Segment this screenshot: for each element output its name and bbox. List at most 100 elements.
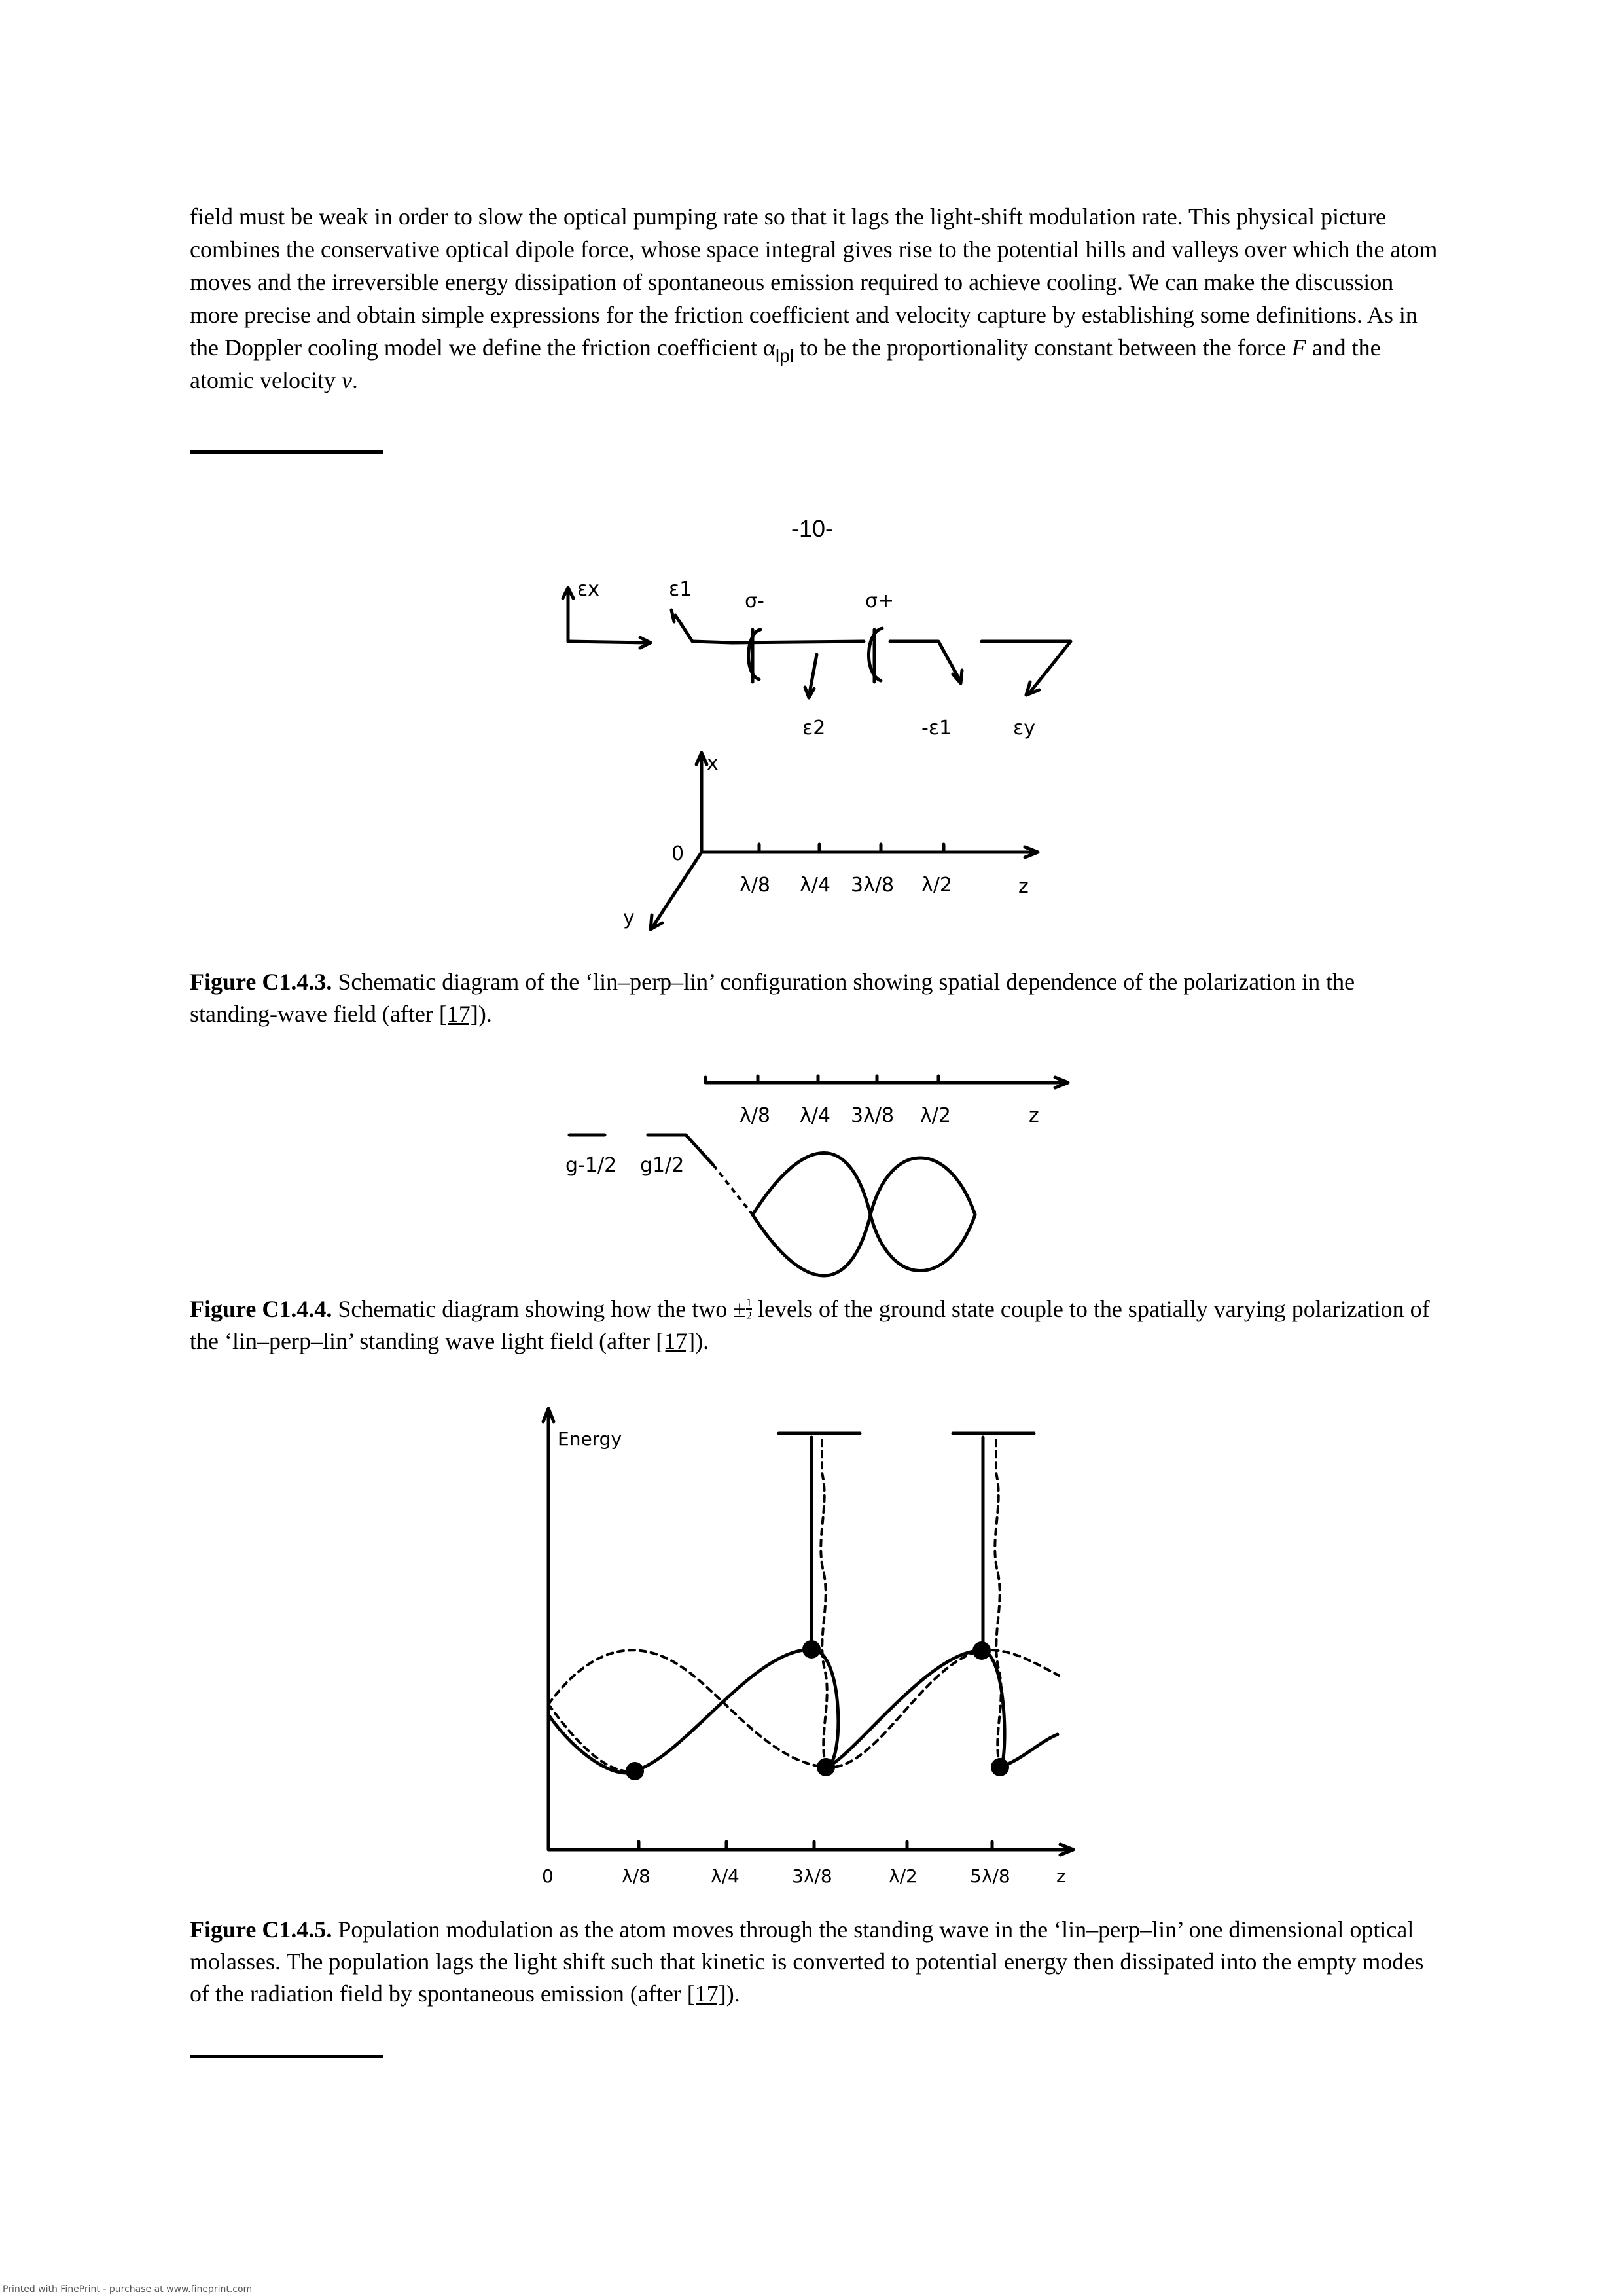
c144-tick-label-4: λ/2 [920, 1104, 951, 1127]
print-footer: Printed with FinePrint - purchase at www… [3, 2284, 253, 2295]
caption-c145-label: Figure C1.4.5. [190, 1916, 332, 1943]
energy-axis-arrowhead [541, 1407, 556, 1424]
axis-label-x: x [707, 752, 719, 775]
axis-label-y: y [623, 906, 635, 929]
c145-tick-label-4: λ/2 [889, 1865, 918, 1887]
tick-label-1: λ/8 [740, 874, 770, 897]
label-sigma-plus: σ+ [865, 590, 894, 613]
c145-tick-label-2: λ/4 [711, 1865, 740, 1887]
axis-label-origin: 0 [671, 842, 684, 865]
label-sigma-minus: σ- [745, 590, 764, 613]
polarization-ey-arrowhead [1024, 680, 1041, 697]
alpha-symbol: α [763, 334, 776, 361]
beam-arrowhead-1 [638, 636, 652, 650]
velocity-symbol: v [341, 367, 352, 393]
fraction-denominator: 2 [745, 1308, 752, 1322]
level-g-plus-half-line [646, 1133, 715, 1167]
level-g-minus-half-label: g-1/2 [565, 1154, 616, 1177]
population-dot-1 [626, 1762, 644, 1780]
label-e2: ε2 [802, 717, 825, 740]
label-e1: ε1 [669, 578, 692, 601]
c145-tick-label-5: 5λ/8 [970, 1865, 1010, 1887]
figure-c144-diagram: λ/8 λ/4 3λ/8 λ/2 z g-1/2 g1/2 [565, 1074, 1070, 1278]
population-dot-3 [817, 1758, 835, 1776]
caption-c145-text: Population modulation as the atom moves … [190, 1916, 1424, 2007]
figure-c143-diagram: εx ε1 σ- σ+ ε2 -ε1 εy x 0 y z λ/8 λ/4 3λ… [561, 578, 1073, 931]
emission-wavy-1 [819, 1436, 829, 1768]
light-shift-curve-a [751, 1151, 977, 1272]
sigma-plus-curl [867, 626, 884, 684]
caption-c144-text: Schematic diagram showing how the two ± [332, 1296, 746, 1322]
label-minus-e1: -ε1 [921, 717, 952, 740]
axis-label-z: z [1018, 875, 1029, 898]
light-shift-dashed-curve-2 [547, 1703, 636, 1773]
c144-z-axis-arrowhead [1053, 1075, 1070, 1090]
polarization-minus-e1-arrowhead [951, 668, 964, 685]
caption-c144-text-2: levels of the ground state couple to the… [190, 1296, 1430, 1354]
c144-axis-label-z: z [1029, 1104, 1039, 1127]
coupling-dashed-line [712, 1164, 754, 1216]
population-dot-5 [991, 1758, 1009, 1776]
beam-line-3 [888, 639, 961, 681]
z-axis-arrowhead [1023, 845, 1040, 859]
beam-line-1 [566, 639, 650, 645]
polarization-e2-arrowhead [803, 685, 816, 700]
light-shift-solid-curve [546, 1647, 1060, 1775]
intro-text-4: . [351, 367, 358, 393]
polarization-e1-arrow [673, 613, 734, 645]
x-axis-arrowhead [694, 751, 709, 766]
tick-label-4: λ/2 [921, 874, 952, 897]
emission-wavy-2 [993, 1436, 1003, 1768]
alpha-subscript: lpl [775, 346, 794, 366]
light-shift-curve-b [751, 1156, 977, 1278]
sigma-minus-curl [747, 628, 762, 684]
caption-c143: Figure C1.4.3. Schematic diagram of the … [190, 966, 1440, 1030]
figure-c145-diagram: Energy 0 λ/8 λ/4 3λ/8 λ/2 5λ/8 z [541, 1407, 1075, 1887]
caption-c144-text-end: ). [695, 1328, 709, 1354]
polarization-ex-arrowhead [561, 586, 575, 600]
caption-c143-text: Schematic diagram of the ‘lin–perp–lin’ … [190, 969, 1355, 1027]
beam-line-4 [980, 639, 1073, 696]
label-ey: εy [1013, 717, 1035, 740]
c144-tick-label-3: 3λ/8 [851, 1104, 894, 1127]
intro-paragraph: field must be weak in order to slow the … [190, 200, 1440, 397]
caption-c144: Figure C1.4.4. Schematic diagram showing… [190, 1293, 1440, 1357]
beam-line-2 [730, 639, 866, 645]
population-dot-2 [802, 1640, 821, 1659]
population-dot-4 [972, 1641, 991, 1660]
section-rule-bottom [190, 2055, 383, 2058]
section-rule-top [190, 450, 383, 454]
c145-axis-label-z: z [1056, 1865, 1066, 1887]
light-shift-dashed-curve [547, 1649, 1060, 1769]
energy-axis-label: Energy [558, 1428, 622, 1450]
c145-tick-label-1: λ/8 [622, 1865, 651, 1887]
fraction-numerator: 1 [745, 1296, 752, 1309]
polarization-e2-arrow [807, 653, 819, 698]
caption-c145-ref-link[interactable]: [17] [687, 1981, 726, 2007]
c145-origin-label: 0 [542, 1865, 554, 1887]
intro-text-2: to be the proportionality constant betwe… [793, 334, 1292, 361]
c144-tick-label-1: λ/8 [740, 1104, 770, 1127]
tick-label-3: 3λ/8 [851, 874, 894, 897]
y-axis-line [650, 850, 704, 930]
c144-tick-label-2: λ/4 [800, 1104, 830, 1127]
caption-c144-ref-link[interactable]: [17] [656, 1328, 696, 1354]
polarization-e1-arrowhead [669, 608, 676, 624]
caption-c145-text-end: ). [726, 1981, 740, 2007]
force-symbol: F [1291, 334, 1306, 361]
label-ex: εx [577, 578, 599, 601]
page-number: -10- [791, 515, 834, 542]
intro-text-3: and the atomic velocity [190, 334, 1381, 393]
caption-c143-text-end: ). [478, 1001, 492, 1027]
caption-c143-ref-link[interactable]: [17] [438, 1001, 478, 1027]
c145-tick-label-3: 3λ/8 [792, 1865, 832, 1887]
caption-c145: Figure C1.4.5. Population modulation as … [190, 1914, 1440, 2010]
tick-label-2: λ/4 [800, 874, 830, 897]
c145-z-axis-arrowhead [1058, 1842, 1075, 1857]
caption-c143-label: Figure C1.4.3. [190, 969, 332, 995]
caption-c144-label: Figure C1.4.4. [190, 1296, 332, 1322]
intro-text-1: field must be weak in order to slow the … [190, 204, 1438, 361]
y-axis-arrowhead [649, 913, 664, 931]
level-g-plus-half-label: g1/2 [640, 1154, 684, 1177]
